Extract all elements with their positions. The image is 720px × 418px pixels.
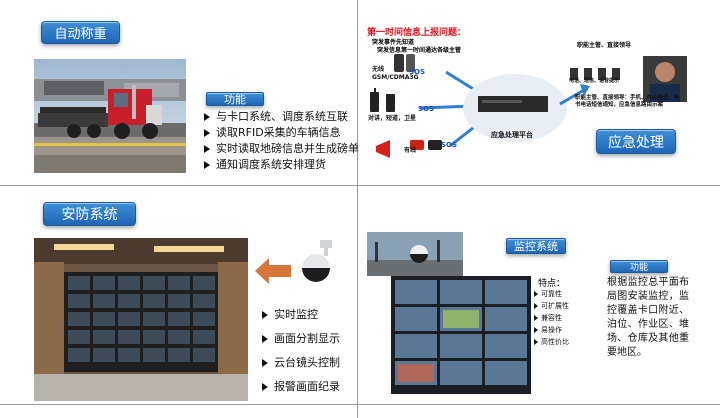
q4-function-label: 功能 [610,260,668,273]
features-list: 可靠性 可扩展性 兼容性 易操作 高性价比 [534,288,569,348]
q1-function-label: 功能 [206,92,264,106]
list-item: 实时读取地磅信息并生成磅单 [204,141,359,157]
monitoring-title: 监控系统 [506,238,566,254]
radio-device-label: 对讲，短道，卫星 [368,115,417,122]
vertical-divider [357,0,358,418]
notify-target-label: 职能主管、直接领导 [577,42,632,49]
arrow-bullet-icon [204,145,210,153]
q4-function-text: 根据监控总平面布局图安装监控，监控覆盖卡口附近、泊位、作业区、堆场、仓库及其他重… [607,277,689,358]
platform-label: 应急处理平台 [491,131,533,139]
emergency-title: 应急处理 [596,129,676,154]
list-item: 可靠性 [534,288,569,300]
sos-label: SOS [409,68,426,76]
arrow-bullet-icon [204,161,210,169]
q2-heading: 第一时间信息上报问题： [367,28,467,38]
telephone-icon [410,140,424,150]
truck-scale-photo [34,59,186,173]
arrow-bullet-icon [262,311,268,319]
arrow-bullet-icon [534,315,538,321]
list-item: 云台镜头控制 [262,351,340,375]
emergency-diagram [370,54,687,158]
arrow-bullet-icon [204,129,210,137]
left-arrow-icon [255,258,291,284]
q2-sub2: 突发信息第一时间通达各级主管 [377,47,462,54]
list-item: 易操作 [534,324,569,336]
list-item: 通知调度系统安排理货 [204,157,359,173]
list-item: 与卡口系统、调度系统互联 [204,109,359,125]
arrow-bullet-icon [534,327,538,333]
list-item: 读取RFID采集的车辆信息 [204,125,359,141]
radio-icon [370,92,379,112]
arrow-bullet-icon [262,383,268,391]
mobile-phone-icon [570,68,578,80]
wireless-device-label: 无线 GSM/CDMA3G [372,66,419,81]
server-icon [478,96,548,112]
alarm-horn-icon [376,140,390,158]
monitor-wall-photo [391,276,531,394]
list-item: 画面分割显示 [262,327,340,351]
sos-label: SOS [441,141,458,149]
bottom-divider [0,404,720,405]
arrow-bullet-icon [534,339,538,345]
radio-icon [386,94,395,112]
auto-weighing-title: 自动称重 [41,21,120,44]
security-title: 安防系统 [43,202,136,226]
arrow-bullet-icon [534,303,538,309]
list-item: 报警画面纪录 [262,375,340,399]
horizontal-divider [0,185,720,186]
sos-label: SOS [418,105,435,113]
list-item: 可扩展性 [534,300,569,312]
list-item: 兼容性 [534,312,569,324]
arrow-bullet-icon [262,359,268,367]
q2-sub1: 突发事件先知道 [372,39,415,46]
wired-device-label: 有线 [404,147,417,154]
harbor-camera-photo [367,232,463,276]
telephone-icon [428,140,442,150]
features-title: 特点： [538,279,566,289]
notify-channel-label: 电话、短信、语音提示 [569,78,620,84]
mobile-phone-icon [394,54,404,72]
arrow-bullet-icon [204,113,210,121]
list-item: 高性价比 [534,336,569,348]
list-item: 实时监控 [262,303,340,327]
arrow-bullet-icon [262,335,268,343]
ptz-camera-icon [302,240,332,282]
q3-function-list: 实时监控 画面分割显示 云台镜头控制 报警画面纪录 [262,303,340,399]
q1-function-list: 与卡口系统、调度系统互联 读取RFID采集的车辆信息 实时读取地磅信息并生成磅单… [204,109,359,173]
control-room-photo [34,238,248,401]
notify-detail-text: 职能主管、直接领导：手机、办公电话、补书电话短信通知，应急信息路由示案 [575,95,680,108]
mobile-phone-icon [406,54,415,72]
arrow-bullet-icon [534,291,538,297]
